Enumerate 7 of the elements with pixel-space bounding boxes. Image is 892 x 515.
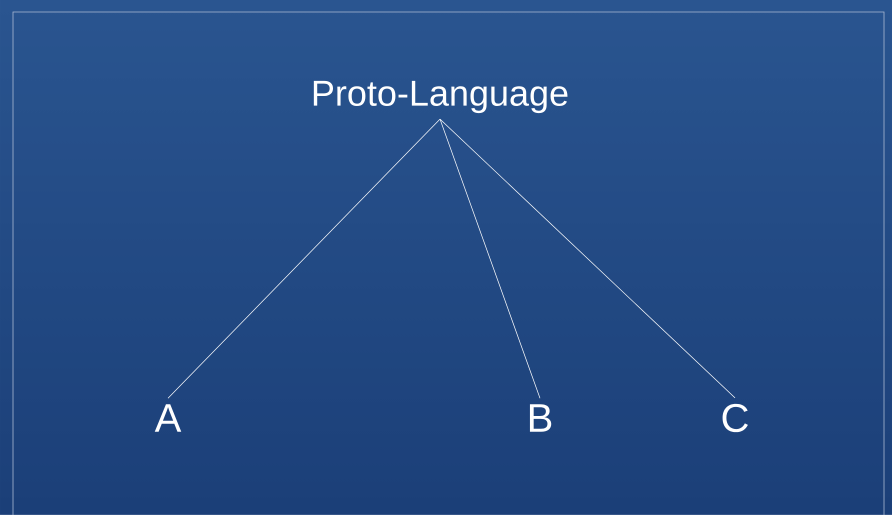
tree-node-label: A (154, 404, 182, 432)
tree-node-label: B (530, 404, 552, 432)
tree-branch (440, 118, 736, 398)
tree-branch (168, 118, 440, 399)
tree-node-label: Proto-Language (314, 80, 568, 114)
tree-branch (440, 118, 540, 399)
tree-node-label: C (722, 404, 748, 432)
